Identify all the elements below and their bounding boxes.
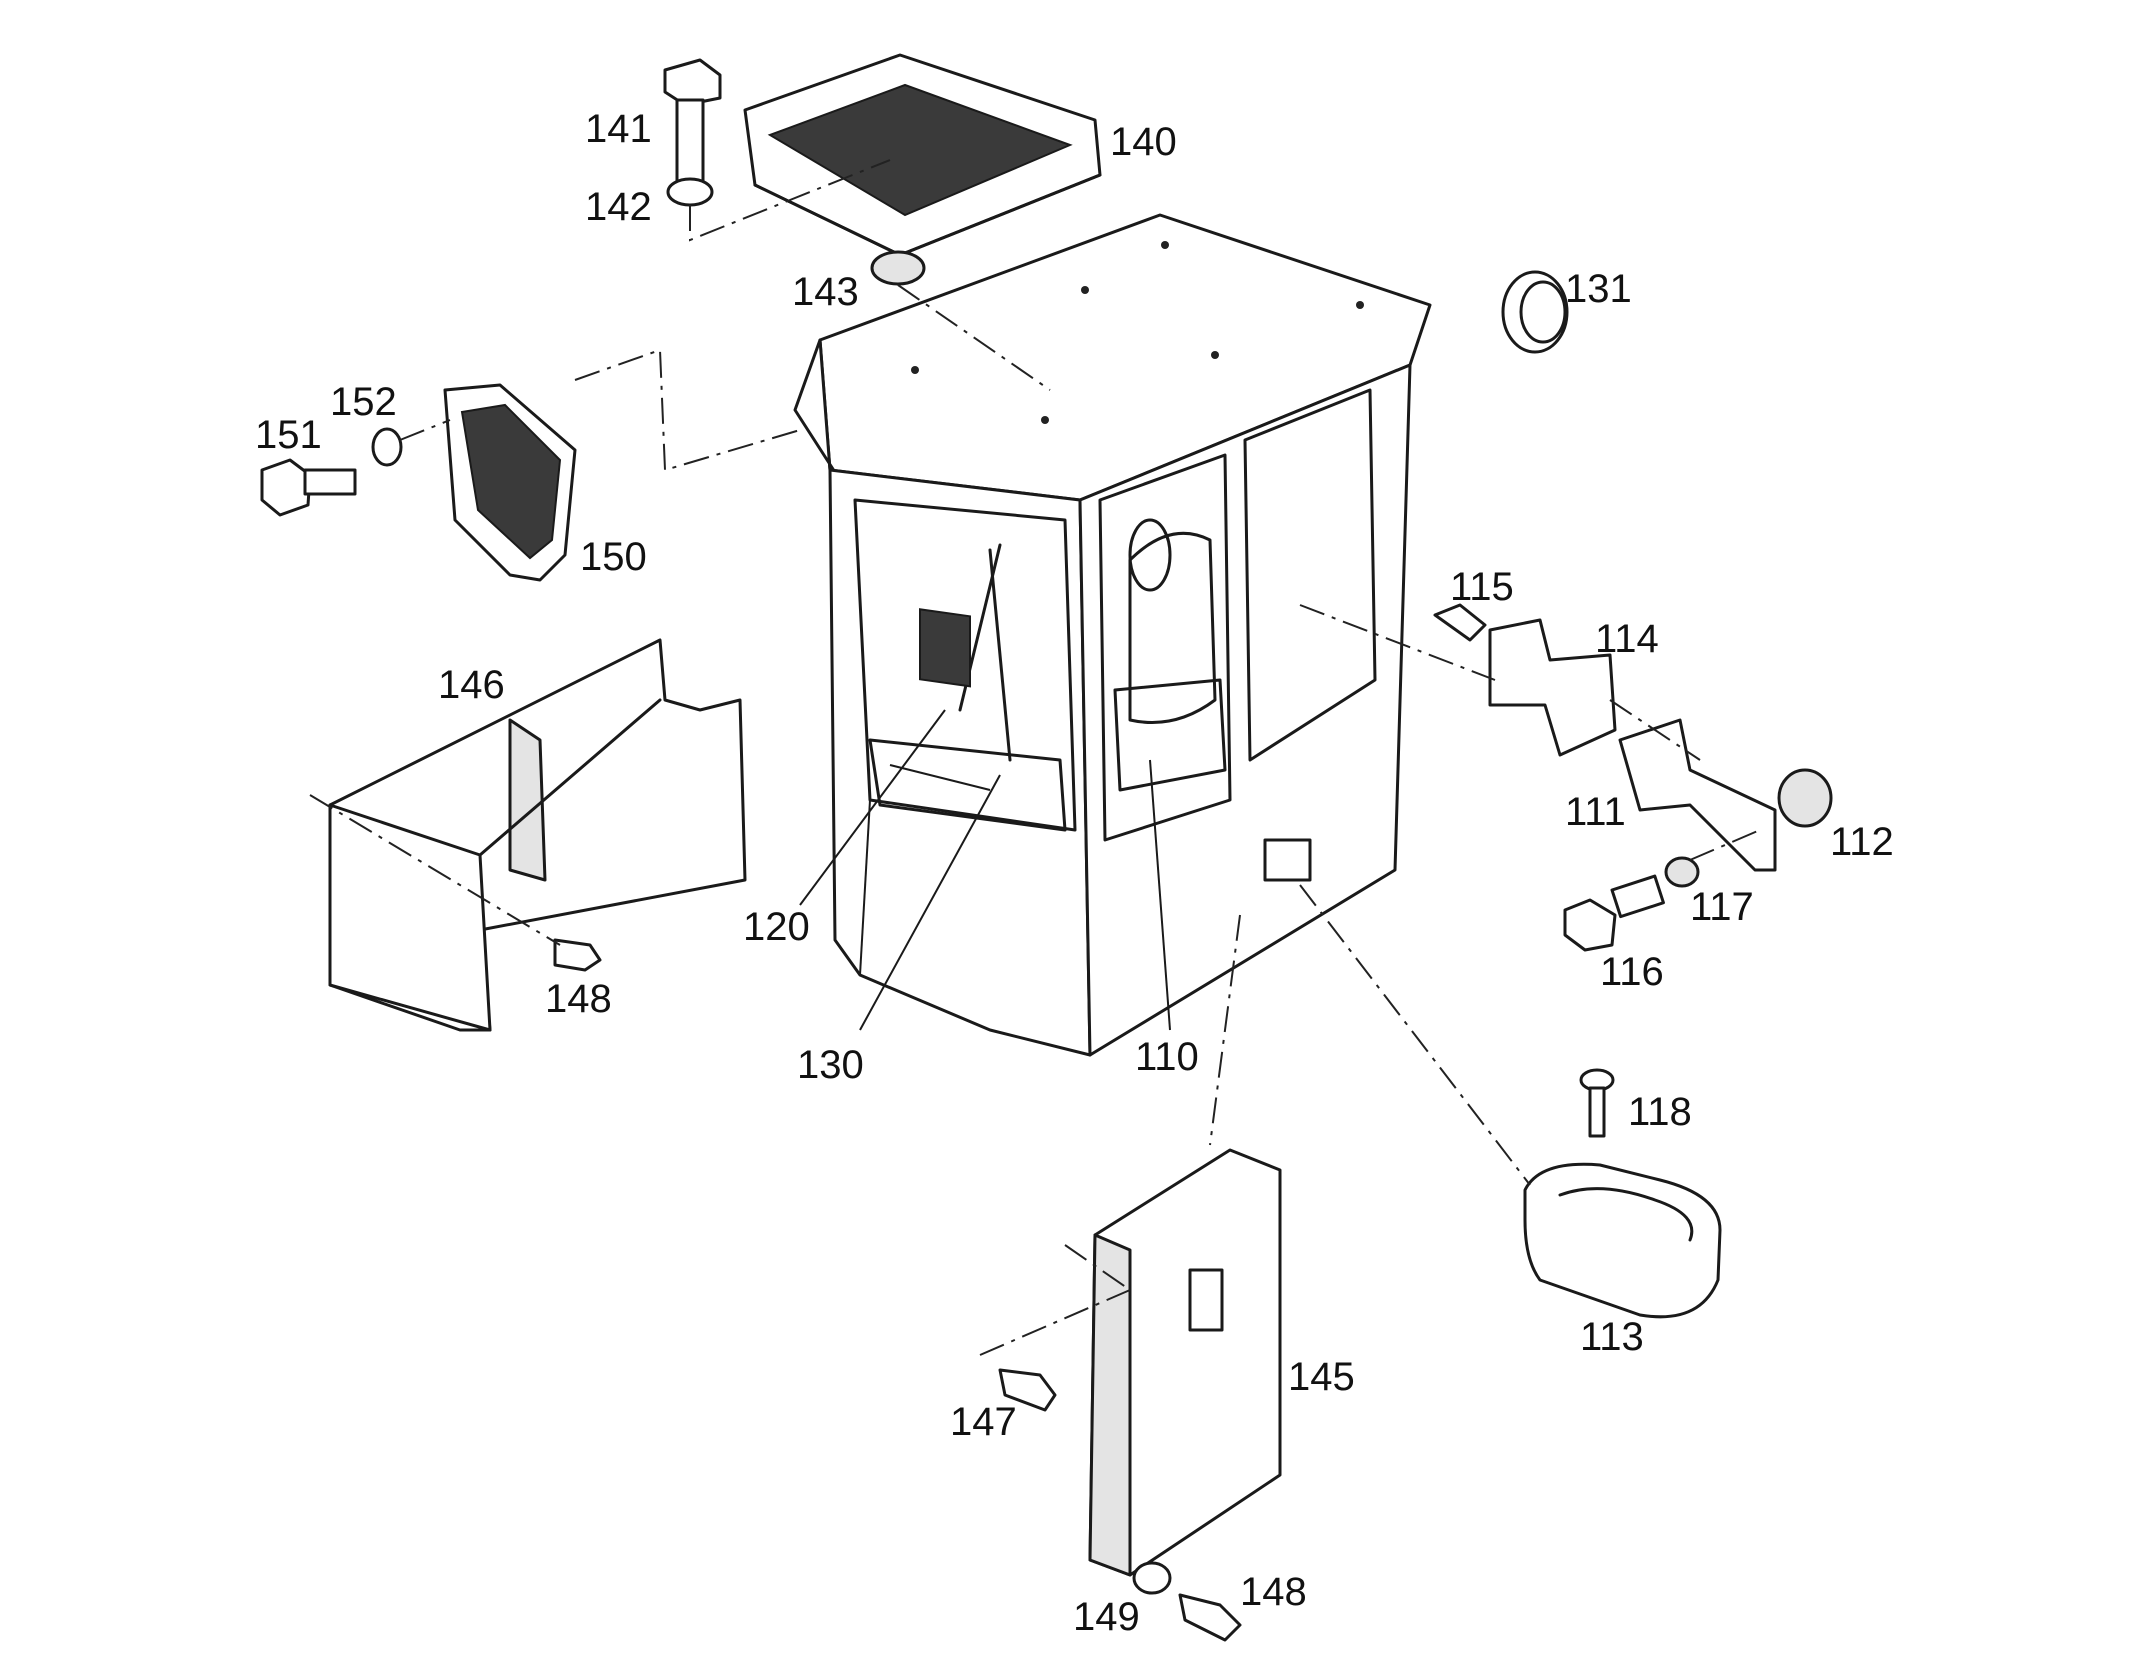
callout-141: 141 xyxy=(585,107,652,151)
callout-110: 110 xyxy=(1135,1035,1199,1079)
callout-111: 111 xyxy=(1565,790,1626,834)
callout-142: 142 xyxy=(585,185,652,229)
callout-118: 118 xyxy=(1628,1090,1692,1134)
screw-148-b xyxy=(1178,1593,1242,1642)
callout-112: 112 xyxy=(1830,820,1894,864)
bolt-116 xyxy=(1563,874,1665,952)
side-panel-145 xyxy=(1088,1148,1282,1577)
mount-143 xyxy=(870,250,926,286)
callout-145: 145 xyxy=(1288,1355,1355,1399)
screw-115 xyxy=(1433,603,1487,642)
bracket-111 xyxy=(1618,718,1777,872)
callout-146: 146 xyxy=(438,663,505,707)
screw-118 xyxy=(1579,1068,1615,1138)
callout-149: 149 xyxy=(1073,1595,1140,1639)
callout-148-a: 148 xyxy=(545,977,612,1021)
cab-assembly xyxy=(793,213,1432,1057)
callout-131: 131 xyxy=(1565,267,1632,311)
callout-113: 113 xyxy=(1580,1315,1644,1359)
washer-117 xyxy=(1664,856,1700,888)
callout-140: 140 xyxy=(1110,120,1177,164)
bracket-114 xyxy=(1488,618,1617,757)
holder-113 xyxy=(1523,1162,1722,1319)
screw-147 xyxy=(998,1368,1057,1412)
washer-149 xyxy=(1132,1561,1172,1595)
vent-grille-150 xyxy=(443,383,577,582)
callout-151: 151 xyxy=(255,413,322,457)
callout-130: 130 xyxy=(797,1043,864,1087)
seal-ring-131 xyxy=(1501,270,1569,354)
callout-143: 143 xyxy=(792,270,859,314)
callout-114: 114 xyxy=(1595,617,1659,661)
callout-117: 117 xyxy=(1690,885,1754,929)
callout-116: 116 xyxy=(1600,950,1664,994)
spacer-112 xyxy=(1777,768,1833,828)
screw-148-a xyxy=(553,938,602,972)
callout-150: 150 xyxy=(580,535,647,579)
washer-152 xyxy=(371,427,403,467)
callout-120: 120 xyxy=(743,905,810,949)
roof-basket xyxy=(743,53,1102,257)
side-box-146 xyxy=(328,638,747,1032)
bolt-151 xyxy=(260,458,357,517)
callout-147: 147 xyxy=(950,1400,1017,1444)
callout-115: 115 xyxy=(1450,565,1514,609)
callout-148-b: 148 xyxy=(1240,1570,1307,1614)
callout-152: 152 xyxy=(330,380,397,424)
washer-142 xyxy=(666,177,714,207)
bolt-141 xyxy=(663,58,722,187)
